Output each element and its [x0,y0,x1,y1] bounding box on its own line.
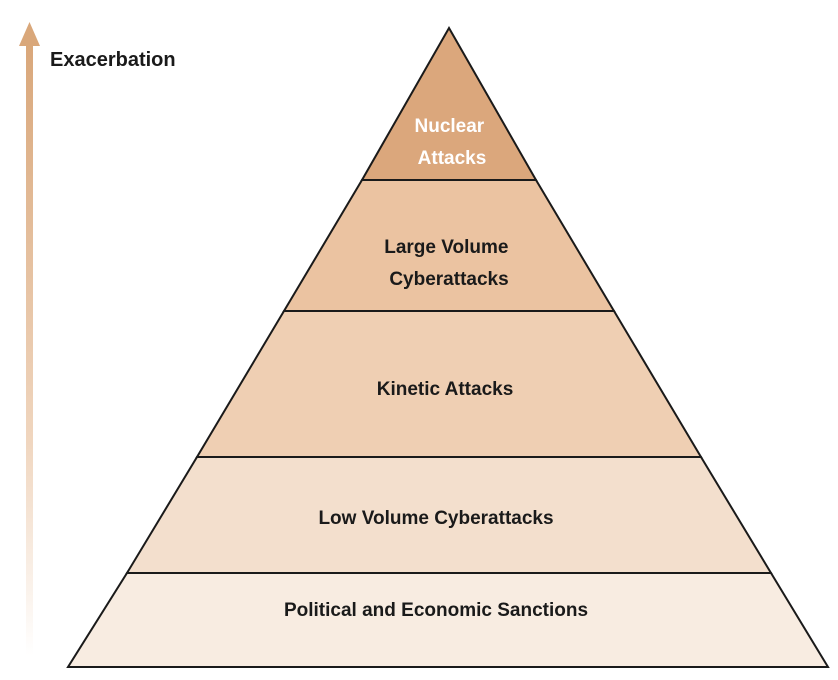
exacerbation-arrow [19,22,40,656]
tier-nuclear-attacks: Nuclear Attacks [360,25,538,181]
tier-kinetic-attacks-label-line-1: Kinetic Attacks [377,379,514,400]
tier-nuclear-attacks-label-line-1: Nuclear [415,116,485,137]
tier-large-volume-cyberattacks-label: Large Volume Cyberattacks [384,237,514,290]
exacerbation-arrow-shaft [26,44,33,656]
tier-kinetic-attacks-label: Kinetic Attacks [377,379,514,400]
tier-low-volume-cyberattacks-label-line-1: Low Volume Cyberattacks [318,508,553,529]
tier-political-and-economic-sanctions-shape [66,572,830,668]
tier-low-volume-cyberattacks: Low Volume Cyberattacks [125,456,773,574]
tier-nuclear-attacks-label-line-2: Attacks [418,148,487,169]
exacerbation-arrow-head [19,22,40,46]
tier-large-volume-cyberattacks: Large Volume Cyberattacks [282,179,616,312]
tier-large-volume-cyberattacks-label-line-1: Large Volume [384,237,508,258]
tier-political-and-economic-sanctions: Political and Economic Sanctions [66,572,830,668]
pyramid: Nuclear Attacks Large Volume Cyberattack… [66,25,830,668]
tier-political-and-economic-sanctions-label: Political and Economic Sanctions [284,600,588,621]
tier-low-volume-cyberattacks-label: Low Volume Cyberattacks [318,508,553,529]
tier-kinetic-attacks: Kinetic Attacks [195,310,703,458]
tier-political-and-economic-sanctions-label-line-1: Political and Economic Sanctions [284,600,588,621]
tier-large-volume-cyberattacks-label-line-2: Cyberattacks [389,269,508,290]
axis-label: Exacerbation [50,49,176,71]
tier-nuclear-attacks-label: Nuclear Attacks [415,116,490,169]
